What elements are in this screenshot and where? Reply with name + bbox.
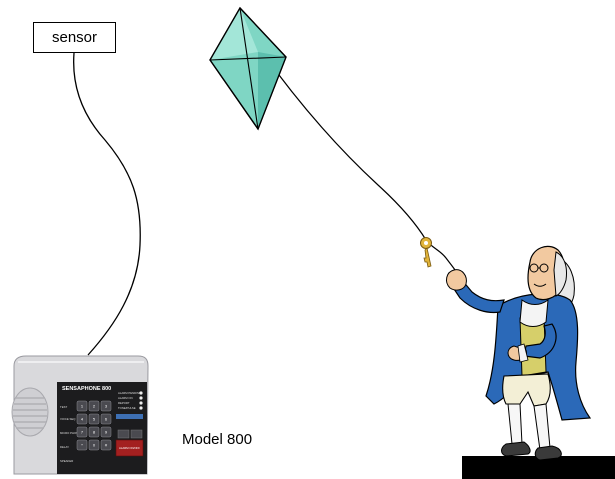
kite-string	[261, 51, 473, 305]
status-labels: ALARM PENDING ALARM ON REPORT TONE/PULSE	[118, 391, 143, 410]
side-key-label: DELAY	[60, 445, 69, 449]
keypad-key	[88, 439, 100, 451]
kite	[209, 6, 287, 131]
keypad-key	[100, 439, 112, 451]
keypad-key-label: #	[105, 443, 108, 448]
brass-key-icon	[420, 237, 432, 268]
side-key-label: TEST	[60, 405, 67, 409]
sensor-box: sensor	[33, 22, 116, 53]
sensor-cable	[73, 52, 141, 356]
alarm-on-off-button	[115, 439, 144, 457]
ground	[462, 456, 615, 479]
status-led	[139, 401, 143, 405]
side-key-label: VOICE SEQ	[60, 417, 76, 421]
keypad-key	[76, 426, 88, 438]
status-label: REPORT	[118, 401, 130, 405]
function-strip	[116, 414, 143, 419]
keypad-key	[76, 400, 88, 412]
keypad-key	[76, 439, 88, 451]
side-keys: TEST VOICE SEQ MICRO PHONE DELAY SPEAKER	[60, 405, 80, 463]
franklin-figure	[446, 245, 592, 461]
status-led	[139, 391, 143, 395]
keypad-key	[88, 413, 100, 425]
keypad-key	[88, 426, 100, 438]
keypad-key	[88, 400, 100, 412]
keypad-key	[76, 413, 88, 425]
keypad-key-label: 9	[105, 430, 108, 435]
keypad-key-label: 3	[105, 404, 108, 409]
keypad-key	[100, 413, 112, 425]
keypad-key-label: 7	[81, 430, 84, 435]
status-led	[139, 396, 143, 400]
keypad-key-label: 2	[93, 404, 96, 409]
side-key-label: MICRO PHONE	[60, 431, 80, 435]
keypad-key-label: 0	[93, 443, 96, 448]
status-label: ALARM ON	[118, 396, 133, 400]
side-key-label: SPEAKER	[60, 459, 73, 463]
sensor-label: sensor	[51, 29, 98, 46]
keypad-key-label: 1	[81, 404, 84, 409]
keypad-key-label: 5	[93, 417, 96, 422]
model-800-device: SENSAPHONE 800 ALARM PENDING ALARM ON RE…	[11, 355, 149, 475]
keypad-key-label: 4	[81, 417, 84, 422]
status-label: ALARM PENDING	[118, 391, 141, 395]
keypad: 1 2 3 4 5 6 7 8 9 * 0 #	[76, 400, 112, 451]
status-led	[139, 406, 143, 410]
device-brand-label: SENSAPHONE 800	[62, 386, 111, 392]
keypad-key	[100, 426, 112, 438]
function-key	[130, 429, 143, 439]
keypad-key	[100, 400, 112, 412]
alarm-button-label: ALARM ON/OFF	[119, 446, 140, 450]
speaker-grille	[11, 387, 49, 437]
model-label: Model 800	[182, 431, 253, 448]
status-label: TONE/PULSE	[118, 406, 136, 410]
keypad-key-label: 8	[93, 430, 96, 435]
keypad-key-label: *	[81, 443, 83, 448]
function-key	[117, 429, 130, 439]
keypad-key-label: 6	[105, 417, 108, 422]
